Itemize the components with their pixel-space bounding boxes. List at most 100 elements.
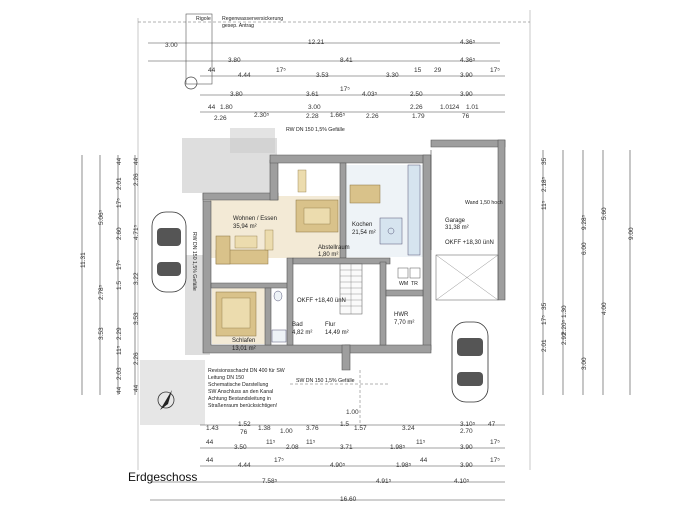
rw-left-label: RW DN 150 1,5% Gefälle	[191, 232, 197, 291]
dim-left-4a: 44	[133, 157, 140, 165]
legend-notes: Revisionsschacht DN 400 für SW Leitung D…	[208, 368, 390, 425]
dim-bot-3j: 17⁵	[490, 439, 500, 446]
room-flur-area: 14,49 m²	[325, 330, 349, 336]
room-bad-name: Bad	[292, 322, 303, 328]
bottom-dimensions: 1.43 1.52 1.38 1.00 3.76 1.5 1.57 3.24 3…	[150, 409, 505, 503]
dim-top-5c: 3.00	[308, 104, 321, 111]
room-schlafen-name: Schlafen	[232, 338, 255, 344]
dim-bot-4g: 3.90	[460, 462, 473, 469]
dim-right-2a: 5.60	[601, 207, 608, 220]
dim-top-6c: 2.28	[306, 113, 319, 120]
room-flur-name: Flur	[325, 322, 335, 328]
room-schlafen-area: 13,01 m²	[232, 346, 256, 352]
furniture-bath	[271, 290, 287, 343]
dim-top-5b: 1.80	[220, 104, 233, 111]
furniture-living	[215, 169, 339, 265]
dim-bot-1e: 3.76	[306, 425, 319, 432]
room-kochen-name: Kochen	[352, 222, 372, 228]
dim-right-2b: 4.00	[601, 302, 608, 315]
rw-top-label: RW DN 150 1,5% Gefälle	[286, 127, 345, 133]
dim-left-1: 11.31	[80, 252, 87, 268]
dim-bot-3b: 3.50	[234, 444, 247, 451]
dim-top-4d: 4.03⁵	[362, 91, 378, 98]
terrace-areas	[140, 128, 277, 425]
legend-line-1: Revisionsschacht DN 400 für SW	[208, 368, 285, 374]
dim-bot-4a: 44	[206, 457, 214, 464]
house: WM TR Wohnen / Essen 35,94 m² Kochen 21,…	[202, 139, 506, 371]
dim-bot-2a: 1.00	[346, 409, 359, 416]
dim-top-3g: 29	[434, 67, 442, 74]
dim-bot-5a: 7.58⁵	[262, 478, 278, 485]
dim-top-1c: 4.36⁵	[460, 39, 476, 46]
dim-left-3f: 1.5	[116, 281, 123, 290]
dim-bot-3f: 3.71	[340, 444, 353, 451]
north-arrow-icon	[157, 390, 175, 410]
furniture-bedroom	[215, 291, 257, 337]
dim-right-3b: 6.00	[581, 242, 588, 255]
dim-left-3e: 17⁵	[116, 260, 123, 270]
dim-left-2b: 2.78⁵	[98, 284, 105, 300]
dim-bot-3h: 11⁵	[416, 439, 426, 446]
room-wohnen-area: 35,94 m²	[233, 224, 257, 230]
dim-bot-1i: 3.10⁵	[460, 421, 476, 428]
dim-top-3i: 17⁵	[490, 67, 500, 74]
dim-bot-4e: 1.98⁵	[396, 462, 412, 469]
dim-bot-4h: 17⁵	[490, 457, 500, 464]
dim-top-3h: 3.90	[460, 72, 473, 79]
dim-top-4e: 2.50	[410, 91, 423, 98]
dim-bot-1a: 1.43	[206, 425, 219, 432]
dim-right-4h: 1.30	[561, 305, 568, 318]
dim-left-4c: 4.71⁵	[133, 224, 140, 240]
room-garage-name: Garage	[445, 218, 466, 224]
rainwater-area: Rigole Regenwasserversickerung gesep. An…	[184, 13, 283, 90]
dim-left-3a: 44	[116, 157, 123, 165]
dim-left-2a: 5.06⁵	[98, 209, 105, 225]
dim-top-3e: 3.30	[386, 72, 399, 79]
dim-right-4i: 2.92	[561, 332, 568, 345]
site-boundary	[137, 10, 531, 470]
dim-top-5a: 44	[208, 104, 216, 111]
dim-top-6a: 2.26	[214, 115, 227, 122]
dim-top-1a: 3.00	[165, 42, 178, 49]
dim-top-4a: 3.80	[230, 91, 243, 98]
legend-line-3: Schematische Darstellung	[208, 382, 268, 388]
dim-bot-3c: 11⁵	[266, 439, 276, 446]
room-abstellraum-name: Abstellraum	[318, 245, 350, 251]
dim-left-3g: 2.29	[116, 327, 123, 340]
wand-label: Wand 1,50 hoch	[465, 200, 503, 206]
room-hwr-name: HWR	[394, 312, 409, 318]
dim-top-6g: 76	[462, 113, 470, 120]
dim-top-4b: 3.61	[306, 91, 319, 98]
dim-left-4e: 3.53	[133, 312, 140, 325]
dim-bot-4b: 4.44	[238, 462, 251, 469]
wm-label: WM	[399, 281, 408, 287]
staircase	[339, 263, 363, 315]
left-dimensions: 11.31 5.06⁵ 2.78⁵ 3.53 44 2.01 17⁵ 2.60 …	[80, 155, 140, 395]
dim-left-4d: 3.22	[133, 272, 140, 285]
dim-top-5f: 24	[452, 104, 460, 111]
dim-bot-2b: 76	[240, 429, 248, 436]
dim-bot-4f: 44	[420, 457, 428, 464]
dim-bot-4d: 4.90⁵	[330, 462, 346, 469]
dim-bot-2c: 2.70	[460, 428, 473, 435]
dim-top-4f: 3.90	[460, 91, 473, 98]
dim-bot-3a: 44	[206, 439, 214, 446]
hwr-appliances: WM TR	[397, 267, 421, 287]
dim-top-6e: 2.26	[366, 113, 379, 120]
dim-left-3c: 17⁵	[116, 198, 123, 208]
dim-right-4d: 35	[541, 302, 548, 310]
dim-left-4f: 2.26	[133, 352, 140, 365]
dim-bot-1b: 1.52	[238, 421, 251, 428]
tr-label: TR	[411, 281, 418, 287]
dim-top-3a: 44	[208, 67, 216, 74]
legend-line-4: SW Anschluss an den Kanal	[208, 389, 273, 395]
room-garage-area: 31,38 m²	[445, 225, 469, 231]
legend-line-2: Leitung DN 150	[208, 375, 244, 381]
dim-left-2c: 3.53	[98, 327, 105, 340]
room-kochen-area: 21,54 m²	[352, 230, 376, 236]
dim-right-4g: 2.20⁵	[561, 319, 568, 335]
room-wohnen-name: Wohnen / Essen	[233, 216, 277, 222]
dim-left-4b: 2.26	[133, 173, 140, 186]
dim-top-4c: 17⁵	[340, 86, 350, 93]
